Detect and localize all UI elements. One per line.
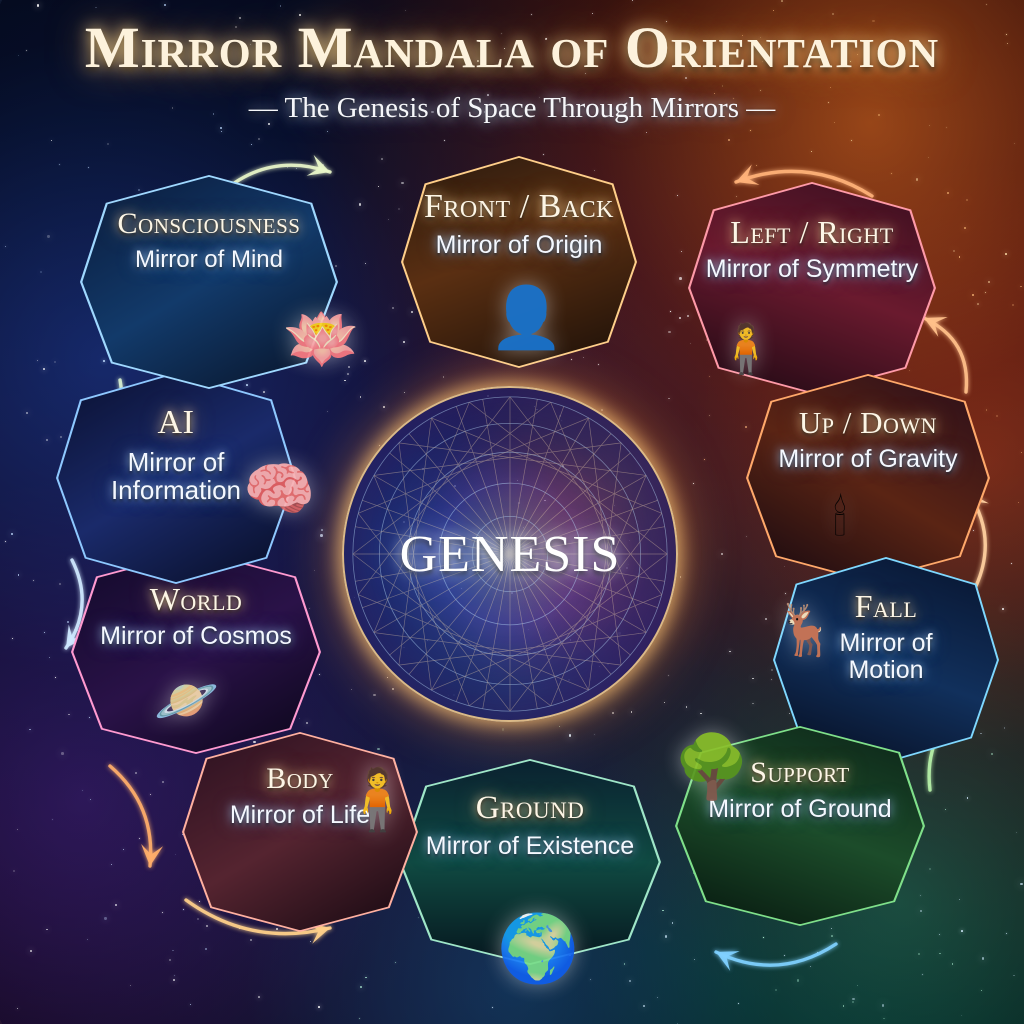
node-title: World — [149, 581, 243, 617]
cosmic-human-figure-icon: 🧍 — [340, 767, 415, 833]
node-title: Up / Down — [798, 405, 938, 440]
node-subtitle: Mirror of Mind — [134, 245, 284, 273]
node-title: Fall — [854, 588, 918, 624]
page-subtitle: — The Genesis of Space Through Mirrors — — [248, 92, 776, 124]
node-title: Front / Back — [423, 188, 615, 225]
rooted-tree-icon: 🌳 — [673, 734, 751, 802]
node-subtitle: Mirror of Cosmos — [100, 621, 292, 650]
node-title: AI — [157, 404, 195, 441]
node-surface — [677, 727, 923, 925]
node-subtitle: Mirror of Existence — [425, 831, 635, 860]
node-title: Ground — [475, 790, 585, 826]
genesis-core[interactable]: GENESIS — [342, 386, 678, 722]
node-surface — [403, 157, 635, 367]
neural-brain-tree-icon: 🧠 — [243, 457, 316, 522]
node-surface — [690, 183, 934, 393]
node-title: Left / Right — [730, 214, 894, 250]
node-title: Consciousness — [117, 207, 301, 240]
node-surface — [73, 551, 319, 753]
earth-horizon-icon: 🌍 — [497, 913, 580, 986]
node-surface — [748, 375, 988, 581]
node-surface — [775, 558, 997, 762]
page-title: Mirror Mandala of Orientation — [84, 15, 940, 80]
node-surface — [82, 176, 336, 388]
lotus-flower-icon: 🪷 — [283, 306, 361, 374]
node-subtitle: Mirror of Origin — [435, 230, 603, 259]
node-surface — [401, 760, 659, 964]
node-title: Body — [266, 762, 334, 795]
three-heads-silhouette-icon: 👤 — [489, 285, 564, 351]
node-subtitle: Mirror of Ground — [708, 794, 892, 823]
leaping-deer-silhouette-icon: 🦌 — [775, 602, 838, 658]
node-surface — [184, 733, 416, 931]
node-title: Support — [750, 756, 850, 789]
node-subtitle: Mirror of Gravity — [778, 444, 958, 473]
genesis-web-icon — [352, 396, 668, 712]
genesis-label: GENESIS — [399, 525, 621, 583]
mirrored-figures-and-planet-icon: 🧍 — [716, 323, 776, 376]
node-subtitle: Mirror of Symmetry — [705, 254, 919, 283]
node-surface — [58, 373, 294, 583]
node-subtitle: Mirror of Life — [229, 800, 371, 829]
falling-object-and-tower-icon: 🕯 — [833, 493, 847, 546]
red-planet-and-galaxy-icon: 🪐 — [154, 673, 219, 730]
